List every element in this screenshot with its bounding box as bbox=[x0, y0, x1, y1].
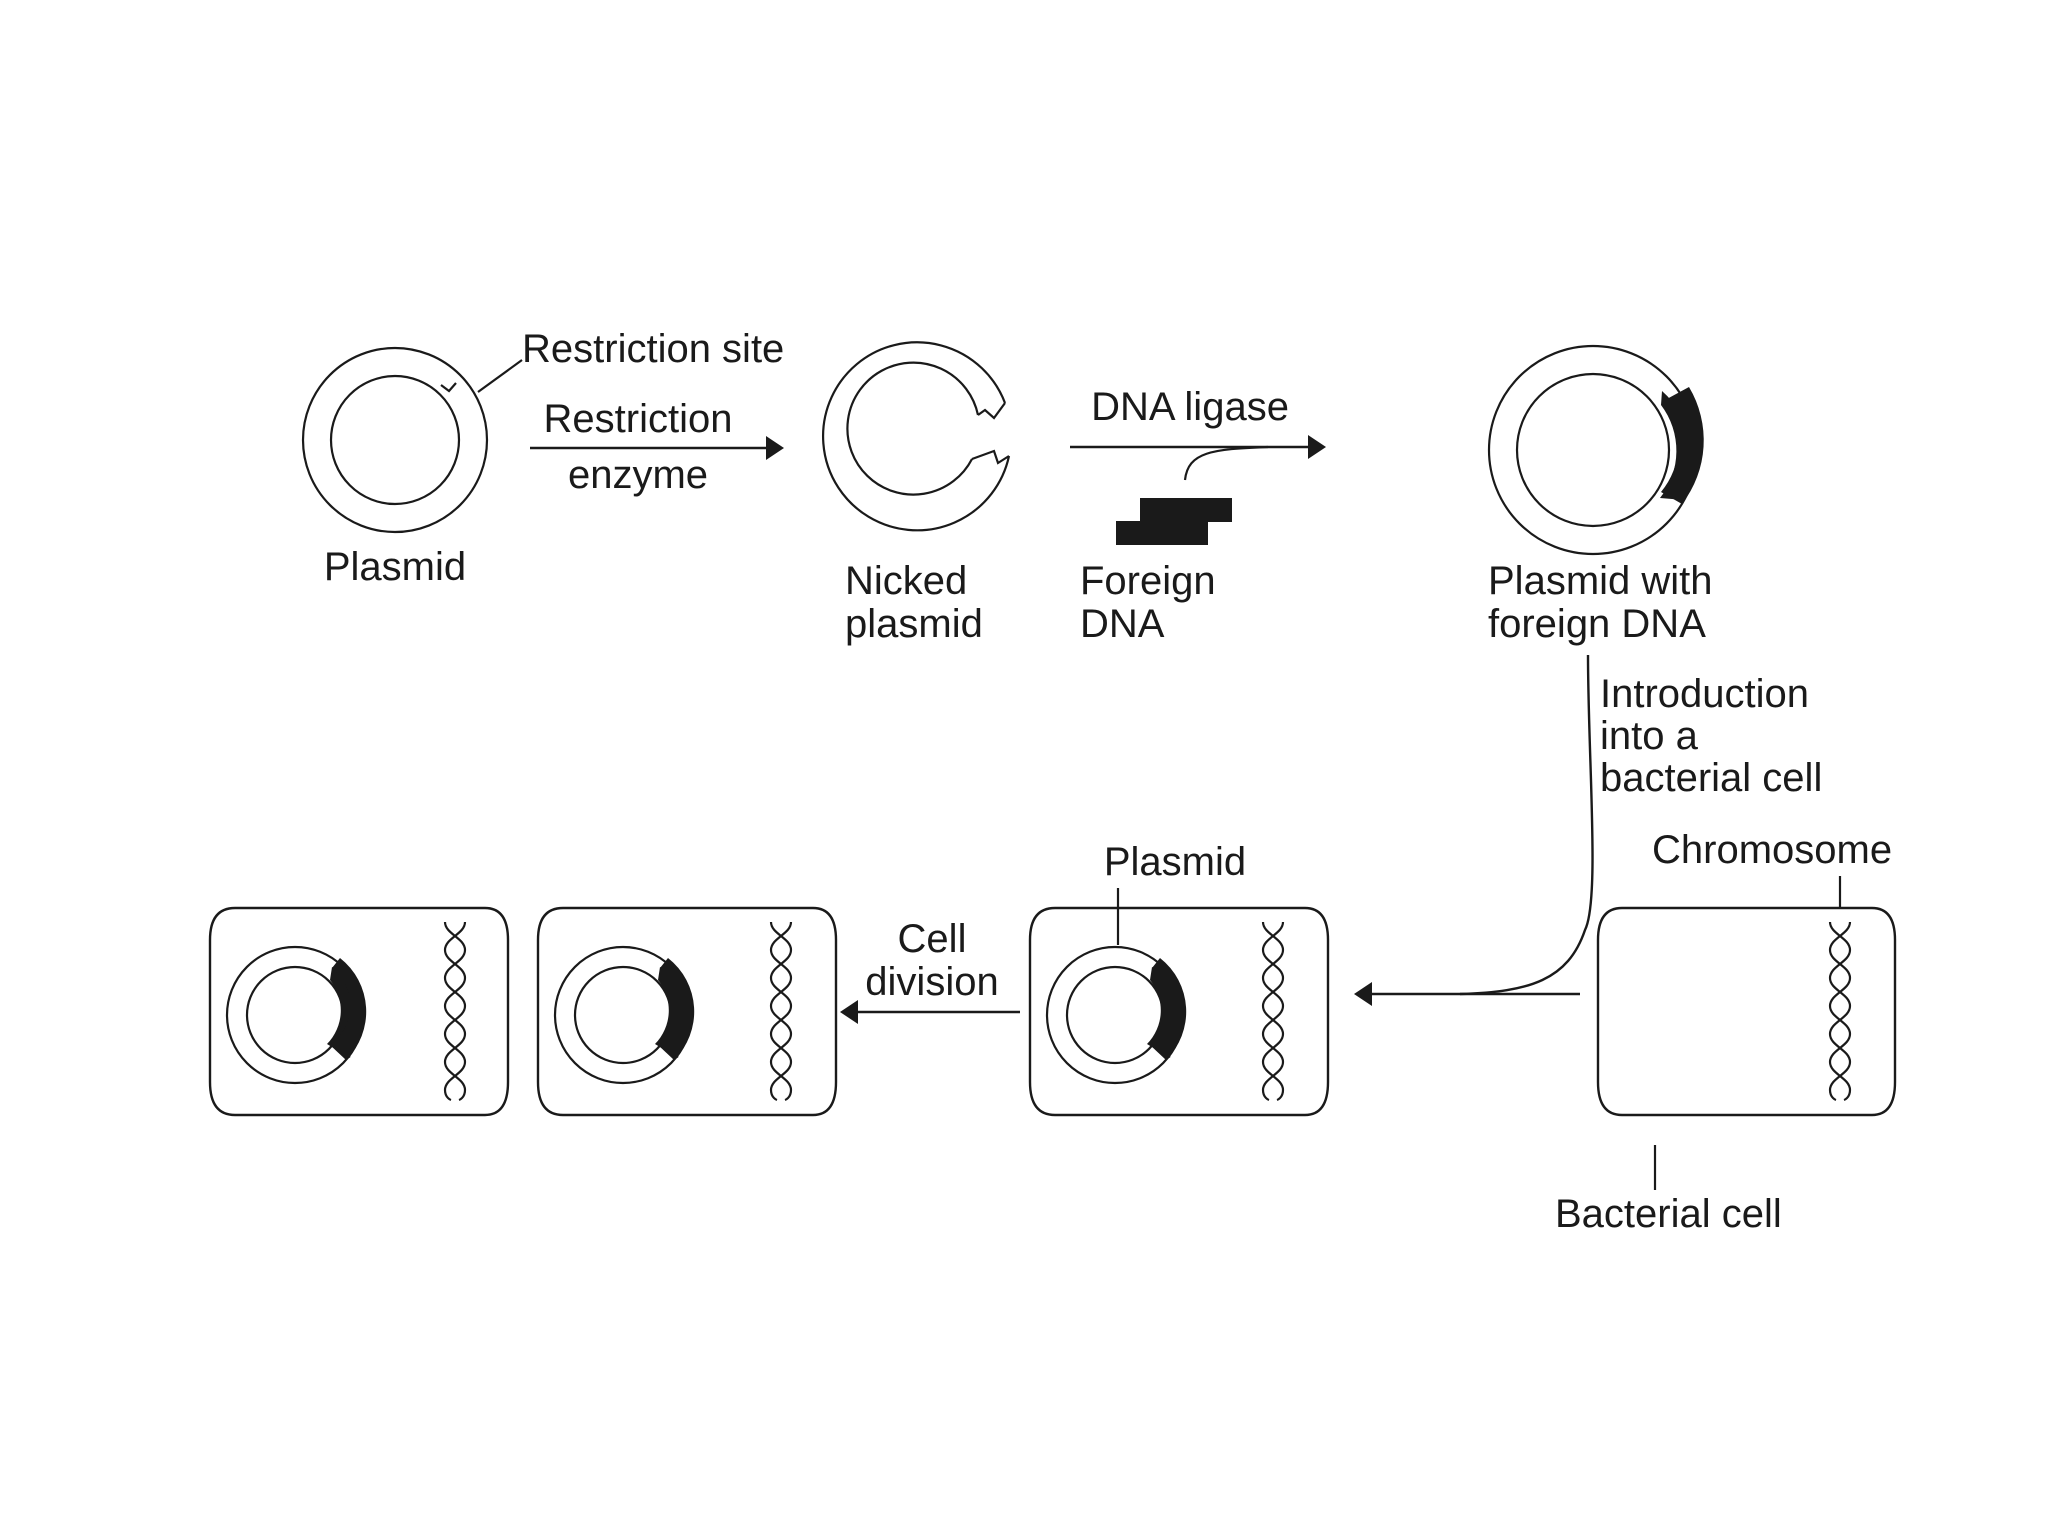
introduction-label-1: Introduction bbox=[1600, 672, 1809, 716]
introduction-label-2: into a bbox=[1600, 714, 1699, 758]
plasmid-original bbox=[301, 346, 489, 534]
cell-plasmid bbox=[553, 945, 695, 1085]
restriction-site-mark bbox=[440, 382, 457, 393]
plasmid-with-foreign-dna-label-2: foreign DNA bbox=[1488, 602, 1706, 646]
bacterial-cell-empty bbox=[1596, 906, 1897, 1117]
restriction-enzyme-label-1: Restriction bbox=[544, 397, 733, 441]
arrow-restriction-enzyme bbox=[530, 436, 784, 460]
restriction-site-leader bbox=[477, 359, 523, 393]
foreign-dna-label-1: Foreign bbox=[1080, 559, 1216, 603]
introduction-label-3: bacterial cell bbox=[1600, 756, 1822, 800]
arrow-transformation bbox=[1354, 982, 1580, 1006]
cell-division-label-2: division bbox=[865, 960, 998, 1004]
arrow-dna-ligase bbox=[1070, 435, 1326, 481]
foreign-dna-fragment bbox=[1116, 498, 1232, 545]
bacterial-cell-transformed bbox=[1028, 906, 1330, 1117]
daughter-cell-2 bbox=[536, 906, 838, 1117]
daughter-cell-1 bbox=[208, 906, 510, 1117]
plasmid-label: Plasmid bbox=[324, 545, 466, 589]
arrow-cell-division bbox=[840, 1000, 1020, 1024]
restriction-enzyme-label-2: enzyme bbox=[568, 453, 708, 497]
nicked-plasmid bbox=[822, 341, 1011, 532]
nicked-plasmid-label-2: plasmid bbox=[845, 602, 983, 646]
dna-ligase-label: DNA ligase bbox=[1091, 385, 1289, 429]
cell-plasmid bbox=[1045, 945, 1187, 1085]
plasmid-with-foreign-dna-label-1: Plasmid with bbox=[1488, 559, 1713, 603]
plasmid-in-cell-label: Plasmid bbox=[1104, 840, 1246, 884]
cell-plasmid bbox=[225, 945, 367, 1085]
chromosome-icon bbox=[1828, 921, 1852, 1102]
recombinant-plasmid bbox=[1487, 344, 1704, 556]
restriction-site-label: Restriction site bbox=[522, 327, 784, 371]
chromosome-icon bbox=[443, 921, 467, 1102]
introduction-path bbox=[1459, 654, 1594, 996]
chromosome-label: Chromosome bbox=[1652, 828, 1892, 872]
foreign-dna-label-2: DNA bbox=[1080, 602, 1165, 646]
bacterial-cell-label: Bacterial cell bbox=[1555, 1192, 1782, 1236]
chromosome-icon bbox=[1261, 921, 1285, 1102]
chromosome-icon bbox=[769, 921, 793, 1102]
cell-division-label-1: Cell bbox=[898, 917, 967, 961]
nicked-plasmid-label-1: Nicked bbox=[845, 559, 967, 603]
